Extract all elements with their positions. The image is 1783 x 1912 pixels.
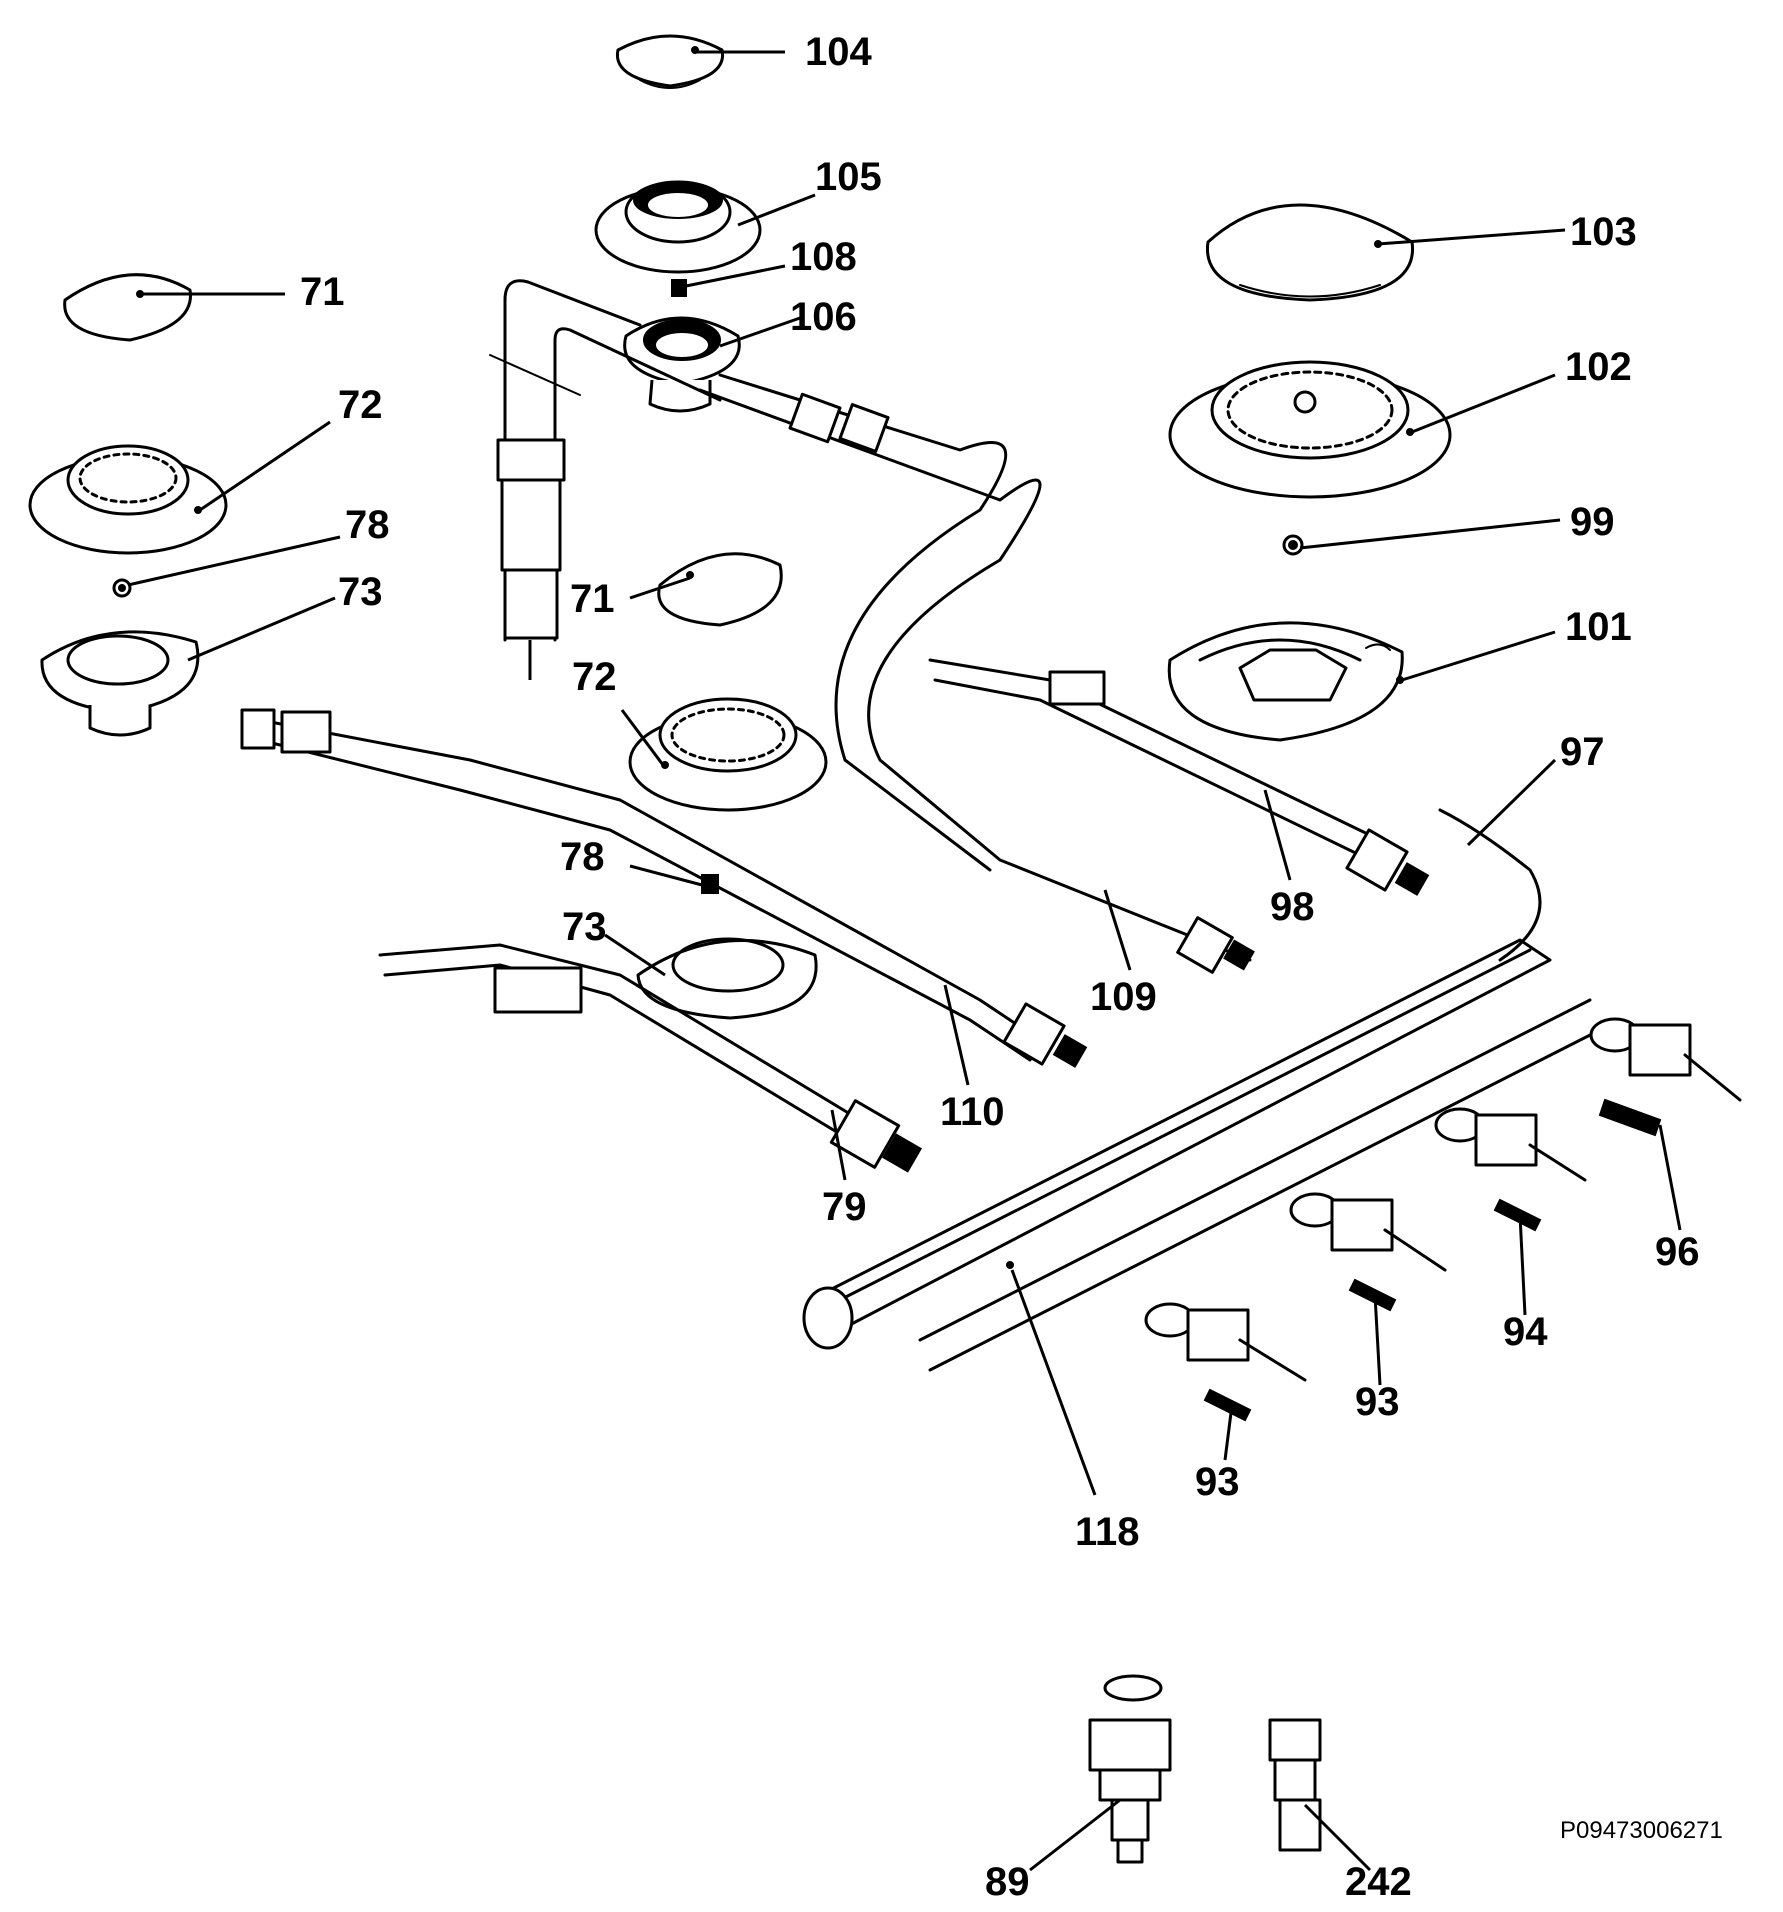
part-96-tap — [1589, 1017, 1742, 1231]
callout-72-upper-left: 72 — [338, 383, 383, 427]
callout-89: 89 — [985, 1860, 1030, 1904]
callout-78-middle: 78 — [560, 835, 605, 879]
part-94-tap — [1434, 1107, 1587, 1316]
gas-pipe-98 — [928, 658, 1430, 896]
callout-109: 109 — [1090, 975, 1157, 1019]
part-71-cap-middle — [629, 552, 783, 627]
leader-97 — [1466, 758, 1557, 847]
callout-94: 94 — [1503, 1310, 1548, 1354]
gas-pipe-vertical — [489, 279, 722, 680]
part-71-cap-upper-left — [63, 273, 285, 342]
callout-78-upper-left: 78 — [345, 503, 390, 547]
part-118-manifold-rail — [802, 808, 1602, 1496]
callout-93-lower: 93 — [1195, 1460, 1240, 1504]
part-78-injector-upper-left — [112, 535, 341, 598]
part-102-burner-crown — [1168, 360, 1556, 499]
drawing-code: P09473006271 — [1560, 1817, 1723, 1844]
callout-105: 105 — [815, 155, 882, 199]
part-93-tap-upper — [1289, 1192, 1447, 1386]
callout-79: 79 — [822, 1185, 867, 1229]
leader-110 — [943, 984, 970, 1086]
part-72-crown-upper-left — [28, 420, 331, 555]
part-93-tap-lower — [1144, 1302, 1307, 1461]
part-105-burner-crown — [594, 180, 816, 274]
part-73-base-upper-left — [40, 596, 336, 737]
part-101-burner-base — [1167, 621, 1556, 742]
callout-71-upper-left: 71 — [300, 270, 345, 314]
part-72-crown-middle — [620, 697, 828, 812]
gas-pipe-79 — [378, 943, 922, 1173]
gas-pipe-right-loop — [698, 373, 1255, 974]
callout-99: 99 — [1570, 500, 1615, 544]
part-99-injector — [1282, 518, 1561, 556]
callout-96: 96 — [1655, 1230, 1700, 1274]
callout-73-middle: 73 — [562, 905, 607, 949]
leader-79 — [830, 1109, 847, 1181]
part-103-cap — [1205, 203, 1566, 302]
callout-93-upper: 93 — [1355, 1380, 1400, 1424]
callout-106: 106 — [790, 295, 857, 339]
callout-101: 101 — [1565, 605, 1632, 649]
callout-73-upper-left: 73 — [338, 570, 383, 614]
callout-72-middle: 72 — [572, 655, 617, 699]
callout-103: 103 — [1570, 210, 1637, 254]
gas-pipe-lower-left — [240, 708, 1088, 1068]
leader-109 — [1103, 889, 1132, 971]
part-89-fitting — [1029, 1674, 1172, 1872]
callout-118: 118 — [1075, 1510, 1140, 1554]
callout-102: 102 — [1565, 345, 1632, 389]
part-73-base-middle — [604, 933, 818, 1020]
callout-97: 97 — [1560, 730, 1605, 774]
callout-108: 108 — [790, 235, 857, 279]
callout-98: 98 — [1270, 885, 1315, 929]
part-108-injector — [671, 264, 786, 297]
callout-242: 242 — [1345, 1860, 1412, 1904]
leader-98 — [1263, 789, 1292, 881]
callout-71-middle: 71 — [570, 577, 615, 621]
callout-110: 110 — [940, 1090, 1005, 1134]
part-104-cap — [615, 34, 785, 89]
callout-104: 104 — [805, 30, 872, 74]
part-242-fitting — [1268, 1718, 1372, 1872]
